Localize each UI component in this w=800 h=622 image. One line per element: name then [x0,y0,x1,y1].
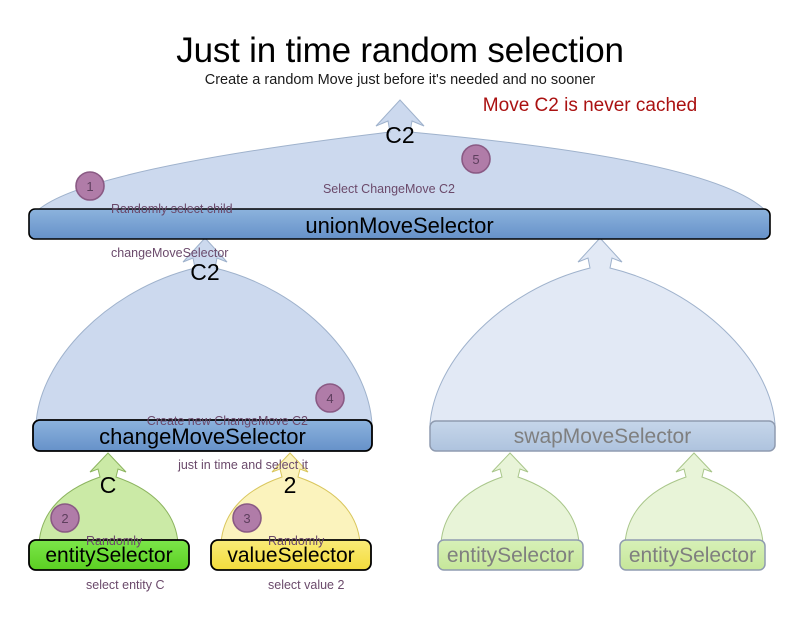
step-1-text: Randomly select child changeMoveSelector [111,172,233,290]
step-2-line-1: Randomly [86,533,143,548]
change-move-label: C2 [190,259,220,285]
swap-move-selector-label: swapMoveSelector [513,425,692,448]
step-3-line-2: select value 2 [268,577,345,592]
step-4-line-1: Create new ChangeMove C2 [146,413,308,428]
step-badge-1-number: 1 [86,179,94,194]
step-5-line-1: Select ChangeMove C2 [322,181,455,196]
step-badge-5-number: 5 [472,152,480,167]
step-badge-1-circle [75,171,105,201]
change-move-selector-box[interactable] [32,419,373,452]
swap-entity-a-arrow-body [440,452,580,544]
step-1-line-2: changeMoveSelector [111,245,229,260]
step-4-line-2: just in time and select it [178,457,308,472]
step-badge-4-circle [315,383,345,413]
step-2-line-2: select entity C [86,577,165,592]
selector-tree-diagram [28,99,776,571]
step-5-text: Select ChangeMove C2 [290,152,455,226]
step-2-text: Randomly select entity C [86,504,165,622]
page-title: Just in time random selection [176,31,624,70]
step-badge-2-circle [50,503,80,533]
union-move-label: C2 [385,122,415,148]
swap-branch-group [429,237,776,571]
swap-entity-selector-b-label: entitySelector [628,544,757,567]
entity-move-label: C [99,472,117,498]
step-1-line-1: Randomly select child [111,201,233,216]
step-3-text: Randomly select value 2 [268,504,344,622]
step-3-line-1: Randomly [268,533,325,548]
value-selector-label: valueSelector [227,544,355,567]
union-move-selector-label: unionMoveSelector [305,213,494,238]
step-badge-5-circle [461,144,491,174]
union-move-selector-box[interactable] [28,208,771,240]
change-move-selector-label: changeMoveSelector [99,424,306,449]
value-move-label: 2 [283,472,297,498]
swap-move-selector-box[interactable] [429,420,776,452]
swap-arrow-body [429,237,776,425]
step-badge-4-number: 4 [326,391,334,406]
never-cached-note: Move C2 is never cached [482,95,698,116]
swap-entity-selector-a-box[interactable] [437,539,584,571]
step-badge-3-circle [232,503,262,533]
swap-entity-selector-a-label: entitySelector [446,544,575,567]
diagram-canvas: Just in time random selection Create a r… [28,31,776,592]
step-badge-2-number: 2 [61,511,69,526]
entity-selector-box[interactable] [28,539,190,571]
swap-entity-selector-b-box[interactable] [619,539,766,571]
swap-entity-b-arrow-body [624,452,764,544]
entity-selector-label: entitySelector [45,544,173,567]
step-badge-3-number: 3 [243,511,251,526]
page-subtitle: Create a random Move just before it's ne… [204,72,596,88]
value-selector-box[interactable] [210,539,372,571]
step-4-text: Create new ChangeMove C2 just in time an… [98,384,308,502]
